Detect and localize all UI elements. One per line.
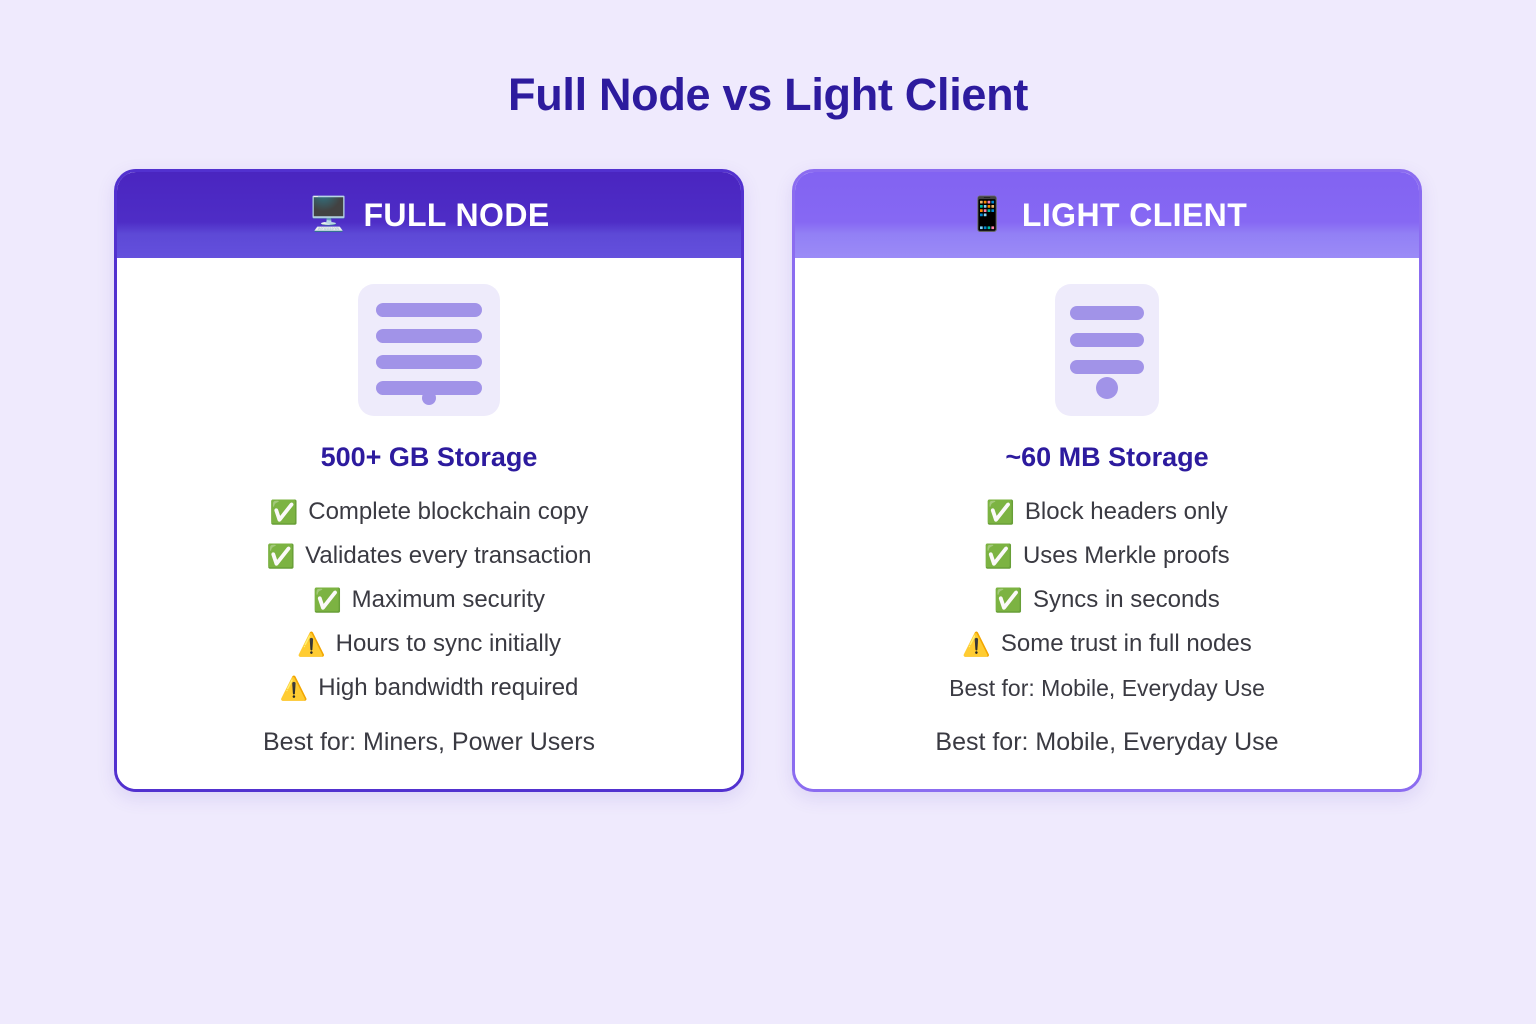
check-mark-button-icon: ✅ xyxy=(313,586,342,613)
check-mark-button-icon: ✅ xyxy=(994,586,1023,613)
mobile-phone-icon: 📱 xyxy=(966,194,1008,232)
card-full-node-title: FULL NODE xyxy=(363,196,550,233)
check-mark-button-icon: ✅ xyxy=(269,498,299,525)
list-item-label: Some trust in full nodes xyxy=(1000,630,1252,657)
best-for-label: Best for: Miners, Power Users xyxy=(262,728,596,756)
list-item-label: Maximum security xyxy=(351,586,545,613)
card-full-node: 🖥️ FULL NODE 500+ GB Storage ✅ Complete … xyxy=(114,169,744,792)
list-item: ✅ Syncs in seconds xyxy=(994,578,1219,622)
list-item: ⚠️ High bandwidth required xyxy=(280,666,579,710)
warning-icon: ⚠️ xyxy=(279,674,309,701)
feature-list: ✅ Block headers only ✅ Uses Merkle proof… xyxy=(795,490,1419,710)
server-bar xyxy=(376,355,482,369)
card-full-node-header: 🖥️ FULL NODE xyxy=(117,172,741,258)
server-stack-icon xyxy=(1055,284,1159,416)
desktop-computer-icon: 🖥️ xyxy=(308,194,350,232)
check-mark-button-icon: ✅ xyxy=(266,542,296,569)
server-bar xyxy=(376,381,482,395)
list-item-label: Block headers only xyxy=(1024,498,1228,525)
best-for-label: Best for: Mobile, Everyday Use xyxy=(935,728,1279,756)
list-item-label: Best for: Mobile, Everyday Use xyxy=(949,675,1265,701)
card-light-client-header: 📱 LIGHT CLIENT xyxy=(795,172,1419,258)
list-item: ⚠️ Some trust in full nodes xyxy=(962,622,1251,666)
check-mark-button-icon: ✅ xyxy=(986,498,1015,525)
list-item: ✅ Block headers only xyxy=(986,490,1227,534)
list-item-label: Syncs in seconds xyxy=(1032,586,1220,613)
list-item: ✅ Maximum security xyxy=(313,578,545,622)
list-item-label: Complete blockchain copy xyxy=(308,498,589,525)
server-bar xyxy=(1070,333,1144,347)
list-item-label: Validates every transaction xyxy=(305,542,592,569)
server-bar xyxy=(376,329,482,343)
warning-icon: ⚠️ xyxy=(962,630,991,657)
server-stack-icon xyxy=(358,284,500,416)
list-item: ✅ Validates every transaction xyxy=(266,534,591,578)
list-item-label: High bandwidth required xyxy=(318,674,579,701)
check-mark-button-icon: ✅ xyxy=(984,542,1013,569)
server-indicator-dot xyxy=(422,391,436,405)
list-item-label: Uses Merkle proofs xyxy=(1022,542,1230,569)
card-light-client-title: LIGHT CLIENT xyxy=(1021,196,1248,233)
comparison-cards-container: 🖥️ FULL NODE 500+ GB Storage ✅ Complete … xyxy=(0,169,1536,799)
page-title: Full Node vs Light Client xyxy=(508,69,1028,120)
list-item: Best for: Mobile, Everyday Use xyxy=(949,666,1265,710)
server-indicator-dot xyxy=(1096,377,1118,399)
warning-icon: ⚠️ xyxy=(296,630,326,657)
storage-label: 500+ GB Storage xyxy=(320,442,538,472)
list-item: ✅ Uses Merkle proofs xyxy=(984,534,1229,578)
server-bar xyxy=(1070,306,1144,320)
storage-label: ~60 MB Storage xyxy=(1005,442,1209,472)
server-bar xyxy=(376,303,482,317)
server-bar xyxy=(1070,360,1144,374)
feature-list: ✅ Complete blockchain copy ✅ Validates e… xyxy=(117,490,741,710)
list-item: ✅ Complete blockchain copy xyxy=(270,490,589,534)
card-full-node-body: 500+ GB Storage ✅ Complete blockchain co… xyxy=(117,258,741,789)
card-light-client-body: ~60 MB Storage ✅ Block headers only ✅ Us… xyxy=(795,258,1419,789)
list-item: ⚠️ Hours to sync initially xyxy=(297,622,561,666)
list-item-label: Hours to sync initially xyxy=(335,630,562,657)
card-light-client: 📱 LIGHT CLIENT ~60 MB Storage ✅ Block he… xyxy=(792,169,1422,792)
